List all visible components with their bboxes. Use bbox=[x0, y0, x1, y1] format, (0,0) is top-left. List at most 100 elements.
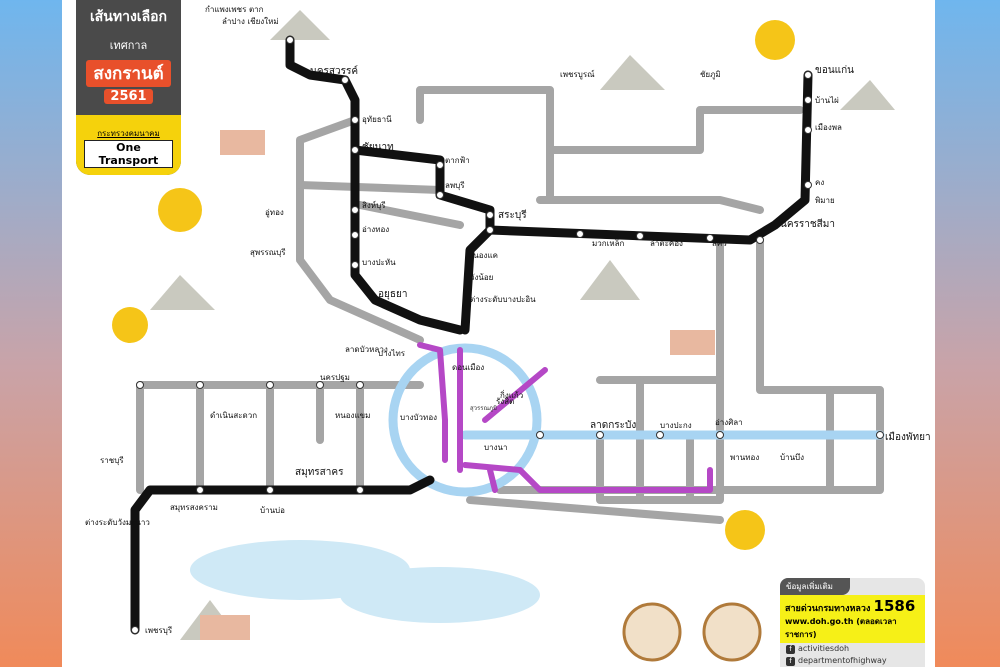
station-dot[interactable] bbox=[266, 486, 274, 494]
station-dot[interactable] bbox=[716, 431, 724, 439]
station-dot[interactable] bbox=[351, 261, 359, 269]
website-link[interactable]: www.doh.go.th (ตลอดเวลาราชการ) bbox=[785, 617, 897, 639]
right-background bbox=[935, 0, 1000, 667]
station-label-suphanburi: สุพรรณบุรี bbox=[250, 248, 286, 257]
station-label-uthai: อุทัยธานี bbox=[362, 115, 392, 124]
info-panel: ข้อมูลเพิ่มเติม สายด่วนกรมทางหลวง 1586 w… bbox=[780, 578, 925, 667]
station-label-bangsai: บางไทร bbox=[378, 349, 406, 358]
station-dot[interactable] bbox=[486, 226, 494, 234]
station-label-latkrabang: ลาดกระบัง bbox=[590, 420, 636, 431]
hotline-label: สายด่วนกรมทางหลวง bbox=[785, 604, 871, 614]
station-dot[interactable] bbox=[656, 431, 664, 439]
station-label-banphai: บ้านไผ่ bbox=[815, 96, 839, 105]
station-label-damnoen: ดำเนินสะดวก bbox=[210, 411, 257, 420]
station-label-kamphaeng2: ลำปาง เชียงใหม่ bbox=[222, 17, 279, 26]
water bbox=[340, 567, 540, 623]
station-label-saraburi: สระบุรี bbox=[498, 209, 527, 221]
station-dot[interactable] bbox=[436, 161, 444, 169]
station-label-bangpain: ต่างระดับบางปะอิน bbox=[470, 295, 536, 304]
station-dot[interactable] bbox=[636, 232, 644, 240]
station-dot[interactable] bbox=[596, 431, 604, 439]
temple bbox=[220, 130, 265, 155]
station-dot[interactable] bbox=[131, 626, 139, 634]
station-dot[interactable] bbox=[351, 146, 359, 154]
mascot bbox=[725, 510, 765, 550]
seal bbox=[622, 602, 682, 662]
ministry-name: กระทรวงคมนาคม bbox=[97, 129, 160, 138]
station-label-phimai: พิมาย bbox=[815, 196, 835, 205]
station-dot[interactable] bbox=[351, 231, 359, 239]
decorations bbox=[112, 10, 895, 662]
station-dot[interactable] bbox=[486, 211, 494, 219]
hotline-number: 1586 bbox=[873, 597, 916, 615]
station-dot[interactable] bbox=[136, 381, 144, 389]
station-dot[interactable] bbox=[804, 71, 812, 79]
station-dot[interactable] bbox=[286, 36, 294, 44]
station-dot[interactable] bbox=[536, 431, 544, 439]
station-label-nakhonpathom: นครปฐม bbox=[320, 373, 350, 382]
info-header: ข้อมูลเพิ่มเติม bbox=[780, 578, 850, 595]
station-label-banpho: บ้านบ่อ bbox=[260, 506, 285, 515]
station-dot[interactable] bbox=[576, 230, 584, 238]
station-dot[interactable] bbox=[316, 381, 324, 389]
station-label-rangsit: รังสิต bbox=[496, 397, 514, 406]
station-dot[interactable] bbox=[706, 234, 714, 242]
station-label-chainat: ชัยนาท bbox=[362, 142, 394, 153]
station-dot[interactable] bbox=[341, 76, 349, 84]
station-label-bangna: บางนา bbox=[484, 443, 507, 452]
badge-year: 2561 bbox=[104, 89, 153, 104]
station-dot[interactable] bbox=[436, 191, 444, 199]
purple-routes bbox=[417, 342, 713, 493]
station-label-banbueng: บ้านบึง bbox=[780, 453, 804, 462]
station-dot[interactable] bbox=[196, 381, 204, 389]
social-handle: activitiesdoh bbox=[798, 644, 850, 653]
temple bbox=[200, 615, 250, 640]
brand-name: One Transport bbox=[84, 140, 173, 168]
festival-badge: เส้นทางเลือก เทศกาล สงกรานต์ 2561 กระทรว… bbox=[76, 0, 181, 175]
station-label-samutsakhon: สมุทรสาคร bbox=[295, 467, 344, 478]
station-label-nakhonsawan: นครสวรรค์ bbox=[310, 65, 358, 77]
main-routes bbox=[130, 35, 813, 635]
station-dot[interactable] bbox=[351, 206, 359, 214]
badge-festival: สงกรานต์ bbox=[86, 60, 171, 87]
station-label-nongkhae: หนองแค bbox=[468, 251, 498, 260]
station-dot[interactable] bbox=[196, 486, 204, 494]
station-label-pattaya: เมืองพัทยา bbox=[885, 431, 931, 443]
station-label-bangpahan: บางปะหัน bbox=[362, 258, 396, 267]
facebook-icon: f bbox=[786, 645, 795, 654]
station-label-phetchaburi: เพชรบุรี bbox=[145, 626, 173, 635]
station-label-khonkaen: ขอนแก่น bbox=[815, 65, 854, 76]
station-label-phetchabun: เพชรบูรณ์ bbox=[560, 69, 595, 80]
station-label-nongkhaem: หนองแขม bbox=[335, 411, 370, 420]
station-label-bangpakong: บางปะกง bbox=[660, 421, 692, 430]
ministry-box: กระทรวงคมนาคม One Transport bbox=[76, 115, 181, 175]
station-dot[interactable] bbox=[876, 431, 884, 439]
station-label-korat: นครราชสีมา bbox=[780, 218, 835, 230]
station-label-samutsongkhram: สมุทรสงคราม bbox=[170, 503, 218, 512]
station-label-ratchaburi: ราชบุรี bbox=[100, 456, 124, 465]
airport-label: สุวรรณภูมิ bbox=[470, 405, 497, 412]
station-dot[interactable] bbox=[356, 486, 364, 494]
station-dot[interactable] bbox=[756, 236, 764, 244]
badge-title: เส้นทางเลือก bbox=[89, 9, 168, 25]
facebook-icon: f bbox=[786, 657, 795, 666]
station-dot[interactable] bbox=[356, 381, 364, 389]
station-dot[interactable] bbox=[351, 116, 359, 124]
station-dot[interactable] bbox=[804, 181, 812, 189]
station-label-chaiyaphum: ชัยภูมิ bbox=[700, 70, 721, 80]
station-label-phanthong: พานทอง bbox=[730, 453, 759, 462]
station-dot[interactable] bbox=[804, 126, 812, 134]
station-dot[interactable] bbox=[266, 381, 274, 389]
station-dot[interactable] bbox=[804, 96, 812, 104]
station-label-angthong: อ่างทอง bbox=[362, 225, 389, 234]
mascot bbox=[158, 188, 202, 232]
station-label-muangphon: เมืองพล bbox=[815, 123, 842, 132]
station-label-sikhio: สีคิ้ว bbox=[712, 237, 727, 248]
temple bbox=[670, 330, 715, 355]
social-handle: departmentofhighway bbox=[798, 656, 887, 665]
ring-road bbox=[388, 343, 542, 497]
station-label-uthong: อู่ทอง bbox=[265, 208, 284, 218]
